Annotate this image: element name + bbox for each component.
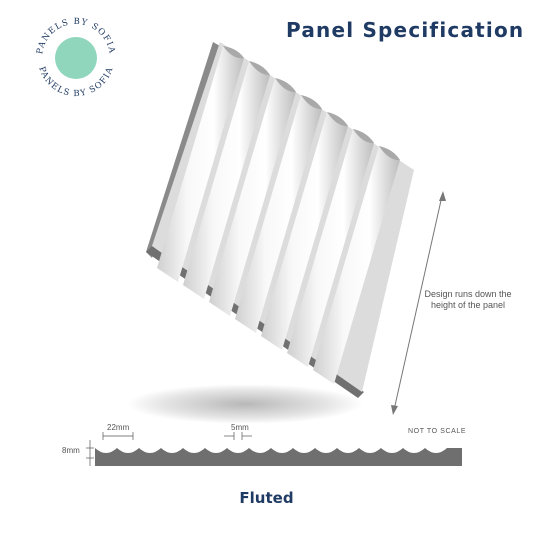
flute-width-label: 22mm xyxy=(107,423,130,432)
logo-circle xyxy=(55,37,97,79)
panel-flutes xyxy=(157,46,400,384)
direction-arrow-line xyxy=(393,195,443,411)
dimension-lines xyxy=(86,432,252,466)
depth-label: 8mm xyxy=(62,446,80,455)
flute xyxy=(313,146,400,384)
page-title: Panel Specification xyxy=(286,18,525,42)
scale-note: NOT TO SCALE xyxy=(408,428,467,435)
flute xyxy=(157,46,244,282)
flute-top xyxy=(275,78,296,93)
fluted-profile xyxy=(95,448,462,466)
flute xyxy=(261,112,348,350)
flute-top xyxy=(327,112,348,127)
direction-arrow-head-bottom xyxy=(391,405,398,415)
flute-top xyxy=(301,95,322,110)
direction-arrow-head-top xyxy=(439,191,446,201)
panel-left-edge xyxy=(146,42,220,258)
direction-note: Design runs down the height of the panel xyxy=(424,289,512,310)
panel-flute-tops xyxy=(223,46,400,161)
flute-top xyxy=(353,129,374,144)
flute-top xyxy=(223,46,244,59)
flute xyxy=(287,129,374,367)
flute-top xyxy=(379,146,400,161)
flute xyxy=(235,95,322,333)
panel-shadow xyxy=(127,384,363,424)
gap-label: 5mm xyxy=(231,423,249,432)
brand-logo: PANELS BY SOFIA PANELS BY SOFIA xyxy=(35,17,115,99)
flute-top xyxy=(249,61,270,76)
flute xyxy=(209,78,296,316)
product-caption: Fluted xyxy=(239,489,294,507)
flute xyxy=(183,61,270,299)
